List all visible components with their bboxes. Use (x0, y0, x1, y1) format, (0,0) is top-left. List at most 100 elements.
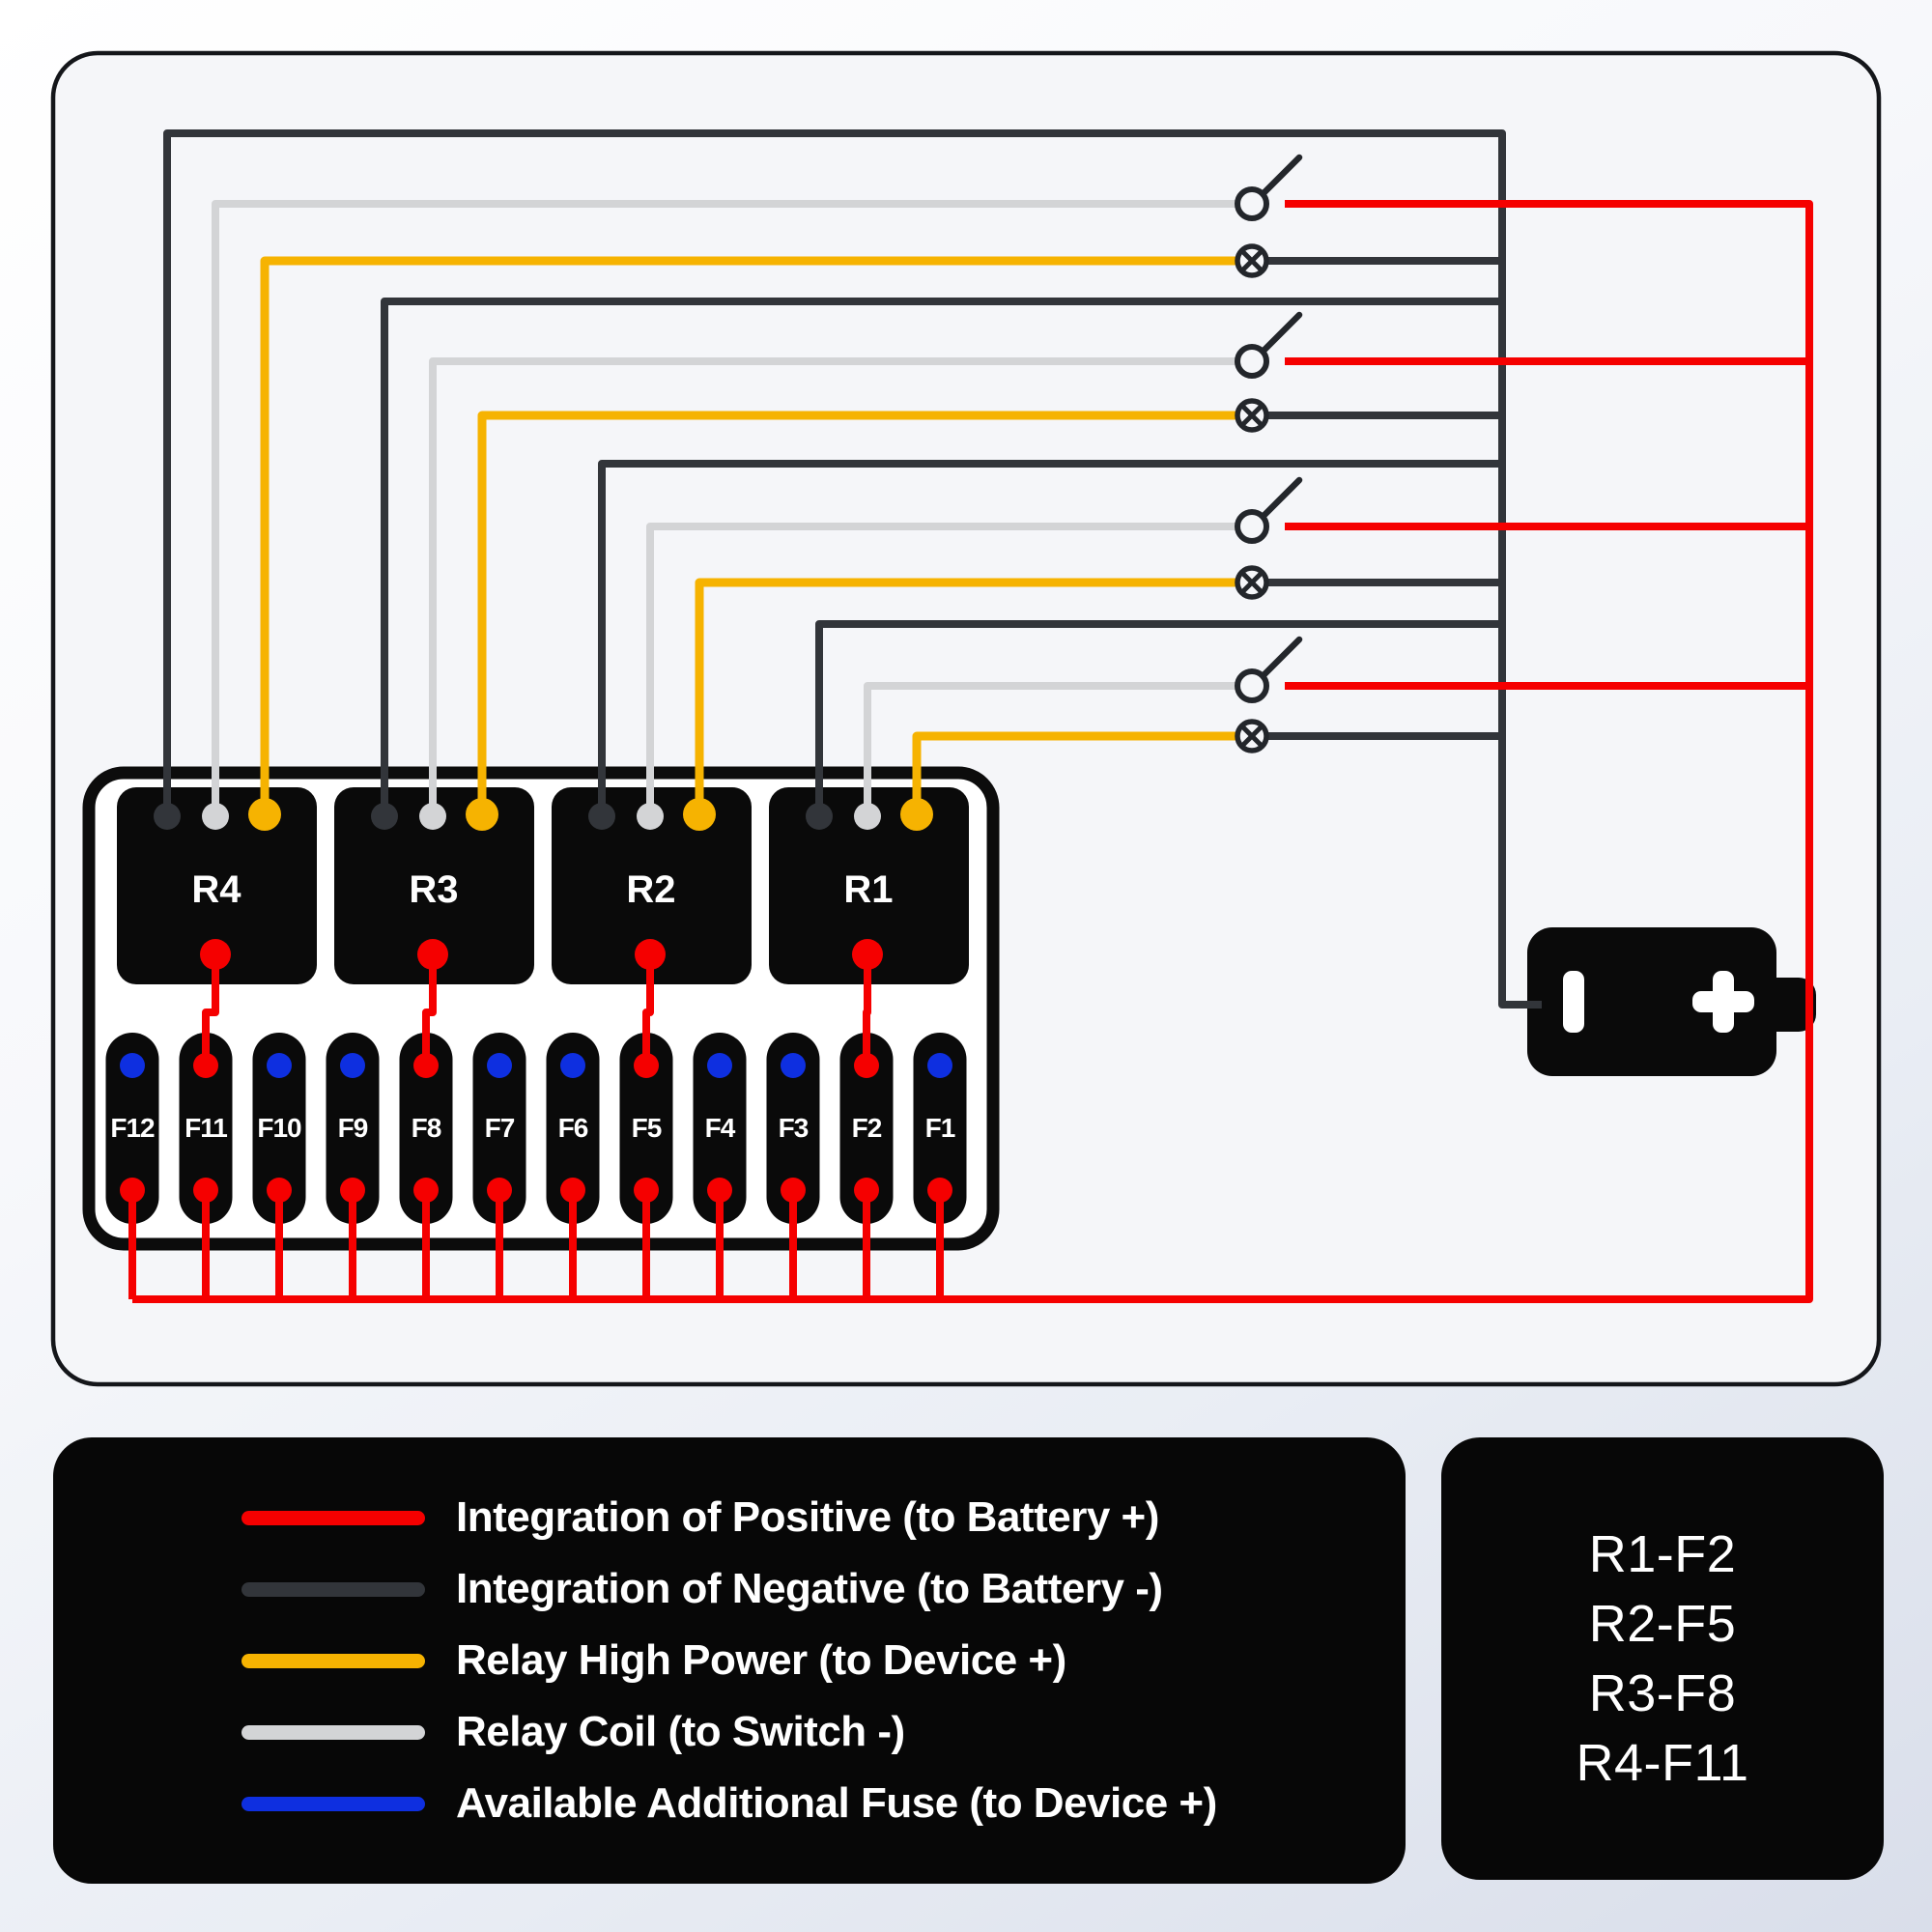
relay-r4-output-pin (200, 939, 231, 970)
fuse-bottom-terminal (193, 1178, 218, 1203)
fuse-f4 (693, 1033, 747, 1224)
battery (1527, 927, 1816, 1076)
fuse-label: F7 (485, 1113, 515, 1143)
relay-r1-output-pin (852, 939, 883, 970)
switch-icon (1235, 636, 1303, 703)
relay-r1-power-pin (900, 798, 933, 831)
fuse-top-terminal (707, 1053, 732, 1078)
wire-negative-r3 (381, 298, 1502, 816)
relay-label: R2 (626, 868, 675, 911)
fuse-label: F10 (257, 1113, 301, 1143)
fuse-bottom-terminal (560, 1178, 585, 1203)
relay-r1 (769, 787, 969, 984)
fuse-bottom-terminal (781, 1178, 806, 1203)
relay-r2-power-pin (683, 798, 716, 831)
fuse-bottom-terminal (854, 1178, 879, 1203)
relay-r1-coil-pin (854, 803, 881, 830)
fuse-label: F11 (185, 1113, 227, 1143)
relay-label: R4 (191, 868, 242, 911)
lamp-icon (1235, 243, 1269, 278)
relay-fuse-link: R2-F5 (1588, 1595, 1737, 1653)
legend-item: Relay Coil (to Switch -) (242, 1708, 1406, 1756)
fuse-label: F1 (925, 1113, 955, 1143)
fuse-label: F2 (852, 1113, 882, 1143)
fuse-top-terminal (927, 1053, 952, 1078)
fuse-f1 (913, 1033, 967, 1224)
fuse-label: F5 (632, 1113, 662, 1143)
fuse-f12 (105, 1033, 159, 1224)
wire-relay-r4-to-f11 (202, 954, 219, 1068)
fuse-f5 (619, 1033, 673, 1224)
fuse-f6 (546, 1033, 600, 1224)
fuse-f2 (839, 1033, 894, 1224)
wire-negative-r2 (598, 460, 1502, 816)
wire-layer (132, 129, 1813, 1303)
fuse-terminals (120, 1053, 952, 1299)
legend-swatch (242, 1796, 425, 1811)
fuse-top-terminal (193, 1053, 218, 1078)
relay-r4-negative-pin (154, 803, 181, 830)
lamp-icon (1235, 719, 1269, 753)
relay-r4-power-pin (248, 798, 281, 831)
fuse-bottom-terminal (340, 1178, 365, 1203)
fuse-top-terminal (340, 1053, 365, 1078)
wire-negative-r4-and-bus (163, 129, 1542, 1009)
fuse-f11 (179, 1033, 233, 1224)
fuse-label: F3 (779, 1113, 809, 1143)
legend-label: Integration of Positive (to Battery +) (456, 1493, 1159, 1541)
relay-r4-coil-pin (202, 803, 229, 830)
fuse-f10 (252, 1033, 306, 1224)
fuse-bottom-terminal (487, 1178, 512, 1203)
legend-item: Integration of Negative (to Battery -) (242, 1565, 1406, 1613)
relay-r3-output-pin (417, 939, 448, 970)
legend-swatch (242, 1653, 425, 1668)
fuse-bottom-terminal (267, 1178, 292, 1203)
fuse-top-terminal (781, 1053, 806, 1078)
relay-fuse-link: R1-F2 (1588, 1525, 1737, 1583)
relay-r2-negative-pin (588, 803, 615, 830)
lamp-icon (1235, 565, 1269, 600)
fuse-top-terminal (120, 1053, 145, 1078)
fuse-f8 (399, 1033, 453, 1224)
fuse-bottom-terminal (927, 1178, 952, 1203)
fuse-label: F4 (705, 1113, 736, 1143)
fuse-top-terminal (413, 1053, 439, 1078)
switch-icon (1235, 154, 1303, 221)
fuse-top-terminal (634, 1053, 659, 1078)
fuse-top-terminal (854, 1053, 879, 1078)
relay-fuse-link: R4-F11 (1576, 1734, 1749, 1792)
relay-r4 (117, 787, 317, 984)
fuse-label: F12 (110, 1113, 155, 1143)
relay-r2-output-pin (635, 939, 666, 970)
legend-label: Available Additional Fuse (to Device +) (456, 1779, 1217, 1827)
wire-coil-r4 (212, 200, 1237, 816)
wire-positive-switch-1-and-bus (132, 200, 1813, 1303)
legend-item: Integration of Positive (to Battery +) (242, 1493, 1406, 1542)
legend-swatch (242, 1510, 425, 1525)
relay-r2 (552, 787, 752, 984)
wire-negative-r1 (815, 620, 1502, 816)
fuse-top-terminal (267, 1053, 292, 1078)
fuse-bottom-terminal (120, 1178, 145, 1203)
legend-swatch (242, 1724, 425, 1740)
wire-power-r4 (260, 256, 1237, 814)
relay-fuse-link: R3-F8 (1588, 1664, 1737, 1722)
legend-panel: Integration of Positive (to Battery +) In… (53, 1437, 1406, 1884)
wire-power-r2 (695, 578, 1237, 814)
lamp-icon (1235, 398, 1269, 433)
wire-power-r3 (477, 411, 1237, 814)
fuse-f7 (472, 1033, 526, 1224)
fuse-f9 (326, 1033, 380, 1224)
fuse-bottom-terminal (413, 1178, 439, 1203)
relay-r3-coil-pin (419, 803, 446, 830)
relay-r1-negative-pin (806, 803, 833, 830)
legend-label: Relay High Power (to Device +) (456, 1636, 1066, 1684)
fuse-top-terminal (487, 1053, 512, 1078)
switch-icon (1235, 476, 1303, 544)
relay-r2-coil-pin (637, 803, 664, 830)
wire-power-r1 (912, 731, 1237, 814)
fuse-label: F6 (558, 1113, 588, 1143)
